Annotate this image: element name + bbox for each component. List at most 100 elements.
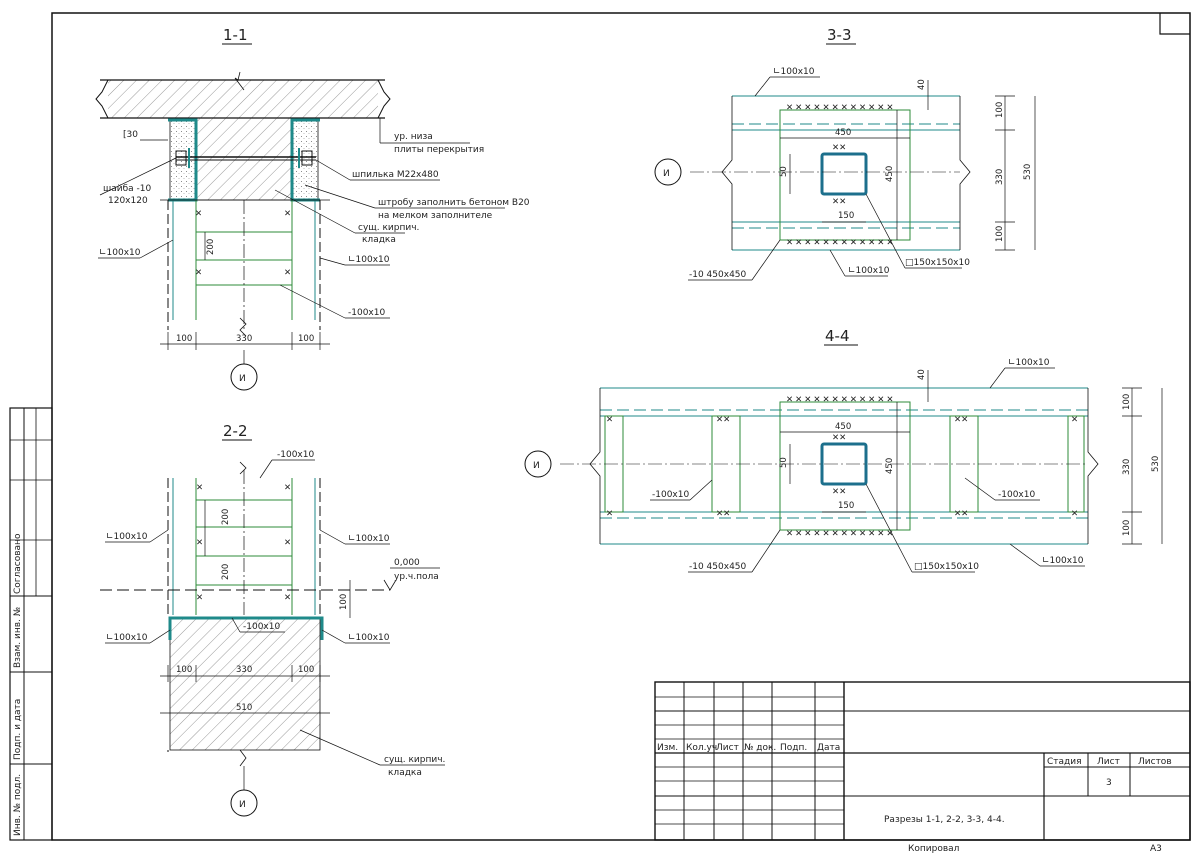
svg-text:✕: ✕ xyxy=(284,209,291,219)
stamp-signature: Подп. и дата xyxy=(13,699,23,760)
tb-copied: Копировал xyxy=(908,844,959,853)
axis-label: И xyxy=(663,169,670,179)
label-strip-left: -100х10 xyxy=(652,490,689,500)
dim-100a: 100 xyxy=(995,102,1005,118)
label-groove-1: штробу заполнить бетоном В20 xyxy=(378,198,530,208)
label-groove-2: на мелком заполнителе xyxy=(378,211,493,221)
dim-330: 330 xyxy=(1122,459,1132,475)
label-strip: -100х10 xyxy=(348,308,385,318)
dim-530: 530 xyxy=(1151,456,1161,472)
dim-530: 530 xyxy=(1023,164,1033,180)
svg-text:✕✕: ✕✕ xyxy=(716,509,730,519)
label-tube: □150х150х10 xyxy=(905,258,970,268)
svg-text:✕✕✕✕✕✕✕✕✕✕✕✕: ✕✕✕✕✕✕✕✕✕✕✕✕ xyxy=(786,103,895,113)
svg-text:✕: ✕ xyxy=(1071,509,1078,519)
svg-text:✕: ✕ xyxy=(284,538,291,548)
floor-slab xyxy=(95,71,391,119)
label-level-value: 0,000 xyxy=(394,558,420,568)
section-4-4: 4-4 ✕✕✕✕ ✕✕✕✕ ✕✕ ✕✕ ✕✕✕✕✕✕✕✕✕✕✕✕ ✕✕✕✕✕✕✕… xyxy=(524,327,1163,573)
section-title: 3-3 xyxy=(827,26,852,44)
tb-col-rev: Изм. xyxy=(657,743,678,753)
tb-sheets: Листов xyxy=(1138,757,1172,767)
tb-drawing-name: Разрезы 1-1, 2-2, 3-3, 4-4. xyxy=(884,815,1005,825)
label-plate: -10 450х450 xyxy=(689,562,747,572)
axis-marker xyxy=(230,789,258,817)
label-angle-right-bot: ∟100х10 xyxy=(348,633,390,643)
dim-mid: 330 xyxy=(236,334,252,344)
dim-left: 100 xyxy=(176,334,192,344)
dim-450h: 450 xyxy=(835,422,851,432)
svg-text:✕: ✕ xyxy=(284,483,291,493)
tb-col-sign: Подп. xyxy=(780,743,807,753)
label-masonry-1: сущ. кирпич. xyxy=(384,755,445,765)
dim-50: 50 xyxy=(779,166,789,177)
tb-sheet: Лист xyxy=(1097,757,1120,767)
svg-text:✕: ✕ xyxy=(284,593,291,603)
stamp-inventory: Инв. № подл. xyxy=(13,774,23,836)
section-title: 1-1 xyxy=(223,26,248,44)
label-strip-top: -100х10 xyxy=(277,450,314,460)
label-masonry-1: сущ. кирпич. xyxy=(358,223,419,233)
label-angle-top: ∟100х10 xyxy=(1008,358,1050,368)
svg-text:✕✕: ✕✕ xyxy=(954,509,968,519)
dim-mid: 330 xyxy=(236,665,252,675)
title-block: Изм. Кол.уч Лист № док. Подп. Дата Стади… xyxy=(654,681,1191,853)
label-tube: □150х150х10 xyxy=(914,562,979,572)
dim-v100: 100 xyxy=(339,594,349,610)
svg-text:✕: ✕ xyxy=(1071,415,1078,425)
svg-text:✕✕: ✕✕ xyxy=(716,415,730,425)
label-angle-left-top: ∟100х10 xyxy=(106,532,148,542)
svg-text:✕: ✕ xyxy=(196,483,203,493)
stamp-agreed: Согласовано xyxy=(13,533,23,594)
label-level-2: плиты перекрытия xyxy=(394,145,484,155)
dim-v200: 200 xyxy=(206,239,216,255)
dim-330: 330 xyxy=(995,169,1005,185)
dim-50: 50 xyxy=(779,457,789,468)
label-angle-bot: ∟100х10 xyxy=(848,266,890,276)
dim-150: 150 xyxy=(838,211,854,221)
dim-v200b: 200 xyxy=(221,564,231,580)
tb-format: А3 xyxy=(1150,844,1162,853)
dim-100b: 100 xyxy=(1122,520,1132,536)
section-title: 4-4 xyxy=(825,327,850,345)
svg-text:✕✕: ✕✕ xyxy=(832,143,846,153)
square-tube xyxy=(820,442,868,486)
label-angle-right-top: ∟100х10 xyxy=(348,534,390,544)
svg-text:✕✕✕✕✕✕✕✕✕✕✕✕: ✕✕✕✕✕✕✕✕✕✕✕✕ xyxy=(786,529,895,539)
label-washer-1: шайба -10 xyxy=(103,184,151,194)
svg-text:✕: ✕ xyxy=(195,209,202,219)
bottom-angle xyxy=(168,616,324,640)
svg-text:✕✕: ✕✕ xyxy=(832,197,846,207)
masonry-base xyxy=(169,617,321,751)
label-level-1: ур. низа xyxy=(394,132,433,142)
axis-marker xyxy=(230,363,258,391)
axis-marker xyxy=(654,158,682,186)
dim-40: 40 xyxy=(917,369,927,380)
label-angle-left: ∟100х10 xyxy=(99,248,141,258)
tb-col-sheet: Лист xyxy=(716,743,739,753)
label-strip-bot: -100х10 xyxy=(243,622,280,632)
label-masonry-2: кладка xyxy=(362,235,396,245)
dim-450v: 450 xyxy=(885,166,895,182)
label-level-name: ур.ч.пола xyxy=(394,572,439,582)
steel-cage-1-1: ✕ ✕ ✕ ✕ xyxy=(160,199,330,337)
label-channel: [30 xyxy=(123,130,138,140)
svg-text:✕: ✕ xyxy=(284,268,291,278)
dim-100b: 100 xyxy=(995,226,1005,242)
dim-150: 150 xyxy=(838,501,854,511)
dim-right: 100 xyxy=(298,665,314,675)
label-angle-left-bot: ∟100х10 xyxy=(106,633,148,643)
label-masonry-2: кладка xyxy=(388,768,422,778)
label-stud: шпилька М22х480 xyxy=(352,170,439,180)
tb-col-date: Дата xyxy=(817,743,840,753)
svg-text:✕: ✕ xyxy=(606,415,613,425)
svg-text:✕: ✕ xyxy=(195,268,202,278)
label-angle-right: ∟100х10 xyxy=(348,255,390,265)
dim-450h: 450 xyxy=(835,128,851,138)
dim-total: 510 xyxy=(236,703,252,713)
svg-text:✕✕✕✕✕✕✕✕✕✕✕✕: ✕✕✕✕✕✕✕✕✕✕✕✕ xyxy=(786,395,895,405)
svg-text:✕: ✕ xyxy=(196,538,203,548)
tb-col-doc: № док. xyxy=(744,743,776,753)
dim-right: 100 xyxy=(298,334,314,344)
